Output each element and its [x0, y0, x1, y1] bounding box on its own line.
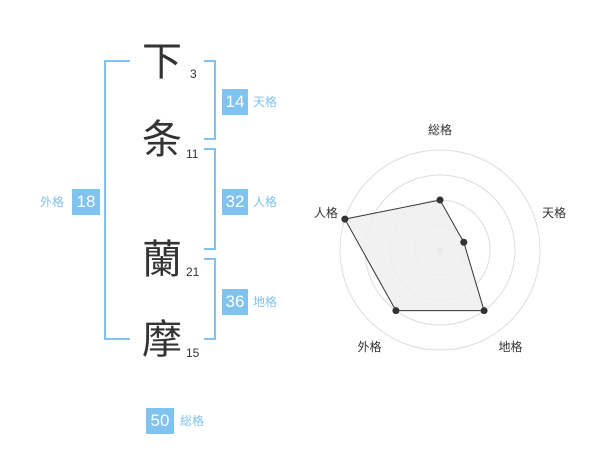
- radar-point-2: [460, 238, 468, 246]
- radar-axis-label-1: 総格: [428, 122, 452, 137]
- gaikaku-bracket: [104, 60, 130, 340]
- radar-axis-label-3: 地格: [499, 339, 523, 354]
- chikaku-value-badge: 36: [222, 289, 248, 315]
- stroke-count-4: 15: [186, 346, 200, 360]
- name-char-1: 下: [142, 39, 182, 85]
- radar-point-1: [436, 196, 444, 204]
- radar-point-4: [392, 307, 400, 315]
- tenkaku-value-badge: 14: [222, 89, 248, 115]
- name-char-4: 摩: [142, 317, 182, 363]
- jinkaku-value-badge: 32: [222, 189, 248, 215]
- name-char-3: 蘭: [142, 237, 182, 283]
- soukaku-value-badge: 50: [146, 408, 174, 434]
- tenkaku-label: 天格: [253, 95, 278, 109]
- soukaku-label: 総格: [180, 414, 205, 428]
- gaikaku-value-badge: 18: [72, 189, 100, 215]
- stroke-count-1: 3: [190, 67, 197, 81]
- jinkaku-label: 人格: [253, 195, 278, 209]
- stroke-count-3: 21: [186, 265, 200, 279]
- radar-point-3: [480, 307, 488, 315]
- radar-axis-label-4: 外格: [357, 339, 381, 354]
- name-char-2: 条: [142, 117, 182, 163]
- radar-axis-label-5: 人格: [314, 205, 338, 220]
- radar-point-5: [341, 215, 349, 223]
- gaikaku-label: 外格: [40, 195, 65, 209]
- tenkaku-bracket: [204, 60, 216, 140]
- chikaku-bracket: [204, 258, 216, 340]
- radar-data-area: [344, 199, 485, 312]
- stroke-count-2: 11: [186, 147, 199, 161]
- radar-grid-ring: [339, 149, 541, 351]
- chikaku-label: 地格: [253, 295, 278, 309]
- radar-axis-label-2: 天格: [542, 205, 566, 220]
- jinkaku-bracket: [204, 148, 216, 250]
